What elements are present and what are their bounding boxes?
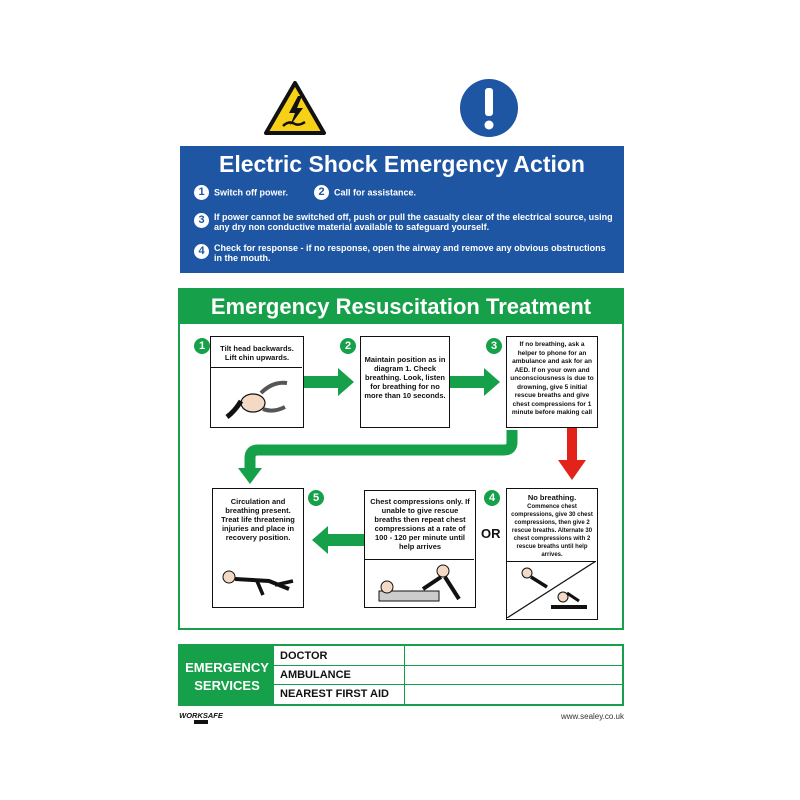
- arrow-right-icon: [304, 368, 354, 396]
- electric-step-1-text: Switch off power.: [214, 187, 289, 198]
- step-number-badge: 4: [194, 244, 209, 259]
- doctor-label: DOCTOR: [280, 650, 328, 662]
- resus-step-1-text: Tilt head backwards. Lift chin upwards.: [220, 344, 294, 362]
- nearest-first-aid-label: NEAREST FIRST AID: [280, 688, 389, 700]
- arrow-red-shaft: [567, 428, 577, 462]
- arrow-right-icon: [450, 368, 500, 396]
- arrow-down-icon: [238, 468, 262, 484]
- emergency-services-label-line-2: SERVICES: [194, 678, 260, 693]
- resus-step-2-box: Maintain position as in diagram 1. Check…: [360, 336, 450, 428]
- electric-warning-icon: [264, 81, 326, 135]
- electric-step-4: 4 Check for response - if no response, op…: [194, 243, 614, 263]
- mandatory-exclamation-icon: [460, 79, 518, 137]
- compressions-only-box: Chest compressions only. If unable to gi…: [364, 490, 476, 608]
- website-url: www.sealey.co.uk: [561, 712, 624, 721]
- electric-step-4-text: Check for response - if no response, ope…: [214, 243, 606, 263]
- arrow-curve-icon: [244, 430, 518, 470]
- resus-step-3-box: If no breathing, ask a helper to phone f…: [506, 336, 598, 428]
- chest-compression-illustration: [378, 564, 461, 602]
- resus-step-2-text: Maintain position as in diagram 1. Check…: [364, 355, 446, 400]
- resus-step-5-text: Circulation and breathing present. Treat…: [221, 497, 295, 542]
- electric-shock-panel: Electric Shock Emergency Action 1 Switch …: [180, 146, 624, 273]
- resus-step-5-number: 5: [308, 490, 324, 506]
- resus-step-4-title: No breathing.: [527, 493, 577, 502]
- electric-shock-title: Electric Shock Emergency Action: [218, 151, 585, 177]
- worksafe-logo: WORKSAFE: [179, 711, 224, 724]
- arrow-red-down-icon: [558, 460, 586, 480]
- resus-step-4-text: Commence chest compressions, give 30 che…: [511, 504, 593, 558]
- or-label: OR: [481, 526, 501, 541]
- head-tilt-illustration: [225, 380, 288, 419]
- resus-step-3-text: If no breathing, ask a helper to phone f…: [510, 341, 594, 416]
- emergency-services-table: EMERGENCY SERVICES DOCTOR AMBULANCE NEAR…: [178, 644, 624, 706]
- electric-step-1: 1 Switch off power.: [194, 185, 288, 200]
- resus-step-5-box: Circulation and breathing present. Treat…: [212, 488, 304, 608]
- ambulance-label: AMBULANCE: [280, 669, 351, 681]
- emergency-services-label-line-1: EMERGENCY: [185, 660, 269, 675]
- step-number-badge: 1: [194, 185, 209, 200]
- flow-arrows: [238, 368, 586, 554]
- resus-step-4-box: No breathing. Commence chest compression…: [506, 488, 598, 620]
- emergency-services-label: EMERGENCY SERVICES: [180, 646, 274, 704]
- resus-step-3-number: 3: [486, 338, 502, 354]
- step-number-badge: 3: [194, 213, 209, 228]
- resus-step-2-number: 2: [340, 338, 356, 354]
- compressions-only-text: Chest compressions only. If unable to gi…: [370, 497, 470, 551]
- resus-step-4-number: 4: [484, 490, 500, 506]
- svg-text:WORKSAFE: WORKSAFE: [179, 711, 224, 720]
- recovery-position-illustration: [222, 570, 294, 596]
- step-number-badge: 2: [314, 185, 329, 200]
- resus-step-1-number: 1: [194, 338, 210, 354]
- resus-step-1-box: Tilt head backwards. Lift chin upwards.: [210, 336, 304, 428]
- electric-step-3: 3 If power cannot be switched off, push o…: [194, 212, 614, 232]
- resuscitation-panel: Emergency Resuscitation Treatment 1 Tilt…: [178, 288, 624, 630]
- resuscitation-header: Emergency Resuscitation Treatment: [180, 290, 622, 324]
- electric-step-2-text: Call for assistance.: [334, 187, 417, 198]
- cpr-illustration: [507, 561, 596, 618]
- arrow-left-icon: [312, 526, 364, 554]
- electric-step-3-text: If power cannot be switched off, push or…: [214, 212, 613, 232]
- electric-step-2: 2 Call for assistance.: [314, 185, 416, 200]
- resuscitation-title: Emergency Resuscitation Treatment: [210, 294, 592, 319]
